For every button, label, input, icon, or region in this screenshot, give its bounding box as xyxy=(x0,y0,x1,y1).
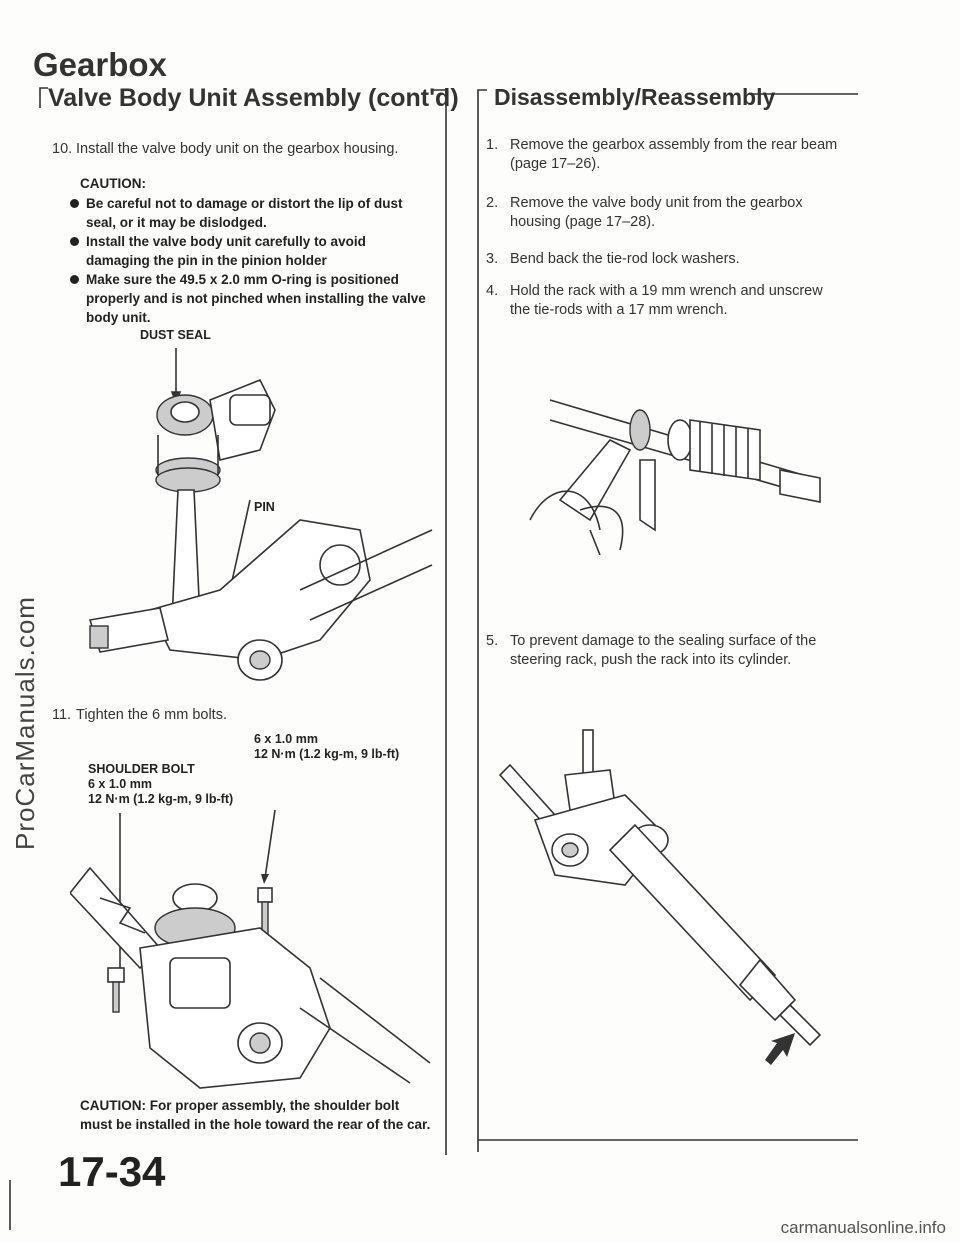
step-1: 1.Remove the gearbox assembly from the r… xyxy=(486,137,838,172)
step-10-number: 10. xyxy=(52,141,73,157)
caution-list: Be careful not to damage or distort the … xyxy=(70,194,430,327)
bolt-spec-right: 6 x 1.0 mm 12 N·m (1.2 kg-m, 9 lb-ft) xyxy=(254,732,400,761)
bolt-tightening-illustration xyxy=(70,809,431,1089)
gearbox-rack-illustration xyxy=(498,729,822,1065)
step-2: 2.Remove the valve body unit from the ge… xyxy=(486,195,803,230)
step-10: 10. Install the valve body unit on the g… xyxy=(52,140,432,159)
valve-body-illustration xyxy=(88,348,433,681)
bullet-icon xyxy=(70,199,79,208)
step-11-number: 11. xyxy=(52,707,72,723)
bullet-icon xyxy=(70,275,79,284)
step-4: 4.Hold the rack with a 19 mm wrench and … xyxy=(486,283,823,318)
bullet-icon xyxy=(70,237,79,246)
caution-label: CAUTION: xyxy=(80,176,146,191)
bottom-caution-text: For proper assembly, the shoulder bolt m… xyxy=(80,1098,431,1132)
caution-item: Make sure the 49.5 x 2.0 mm O-ring is po… xyxy=(70,270,430,327)
step-5: 5.To prevent damage to the sealing surfa… xyxy=(486,633,817,668)
bottom-caution-label: CAUTION: xyxy=(80,1098,146,1113)
label-pin: PIN xyxy=(254,500,275,514)
caution-item: Install the valve body unit carefully to… xyxy=(70,232,430,270)
tie-rod-wrench-illustration xyxy=(529,399,821,555)
caution-item: Be careful not to damage or distort the … xyxy=(70,194,430,232)
page-title: Gearbox xyxy=(33,46,167,83)
step-10-text: Install the valve body unit on the gearb… xyxy=(76,141,399,157)
footer-watermark: carmanualsonline.info xyxy=(780,1218,946,1237)
right-section-heading: Disassembly/Reassembly xyxy=(494,84,776,110)
step-11: 11. Tighten the 6 mm bolts. xyxy=(52,706,432,725)
bottom-caution: CAUTION: For proper assembly, the should… xyxy=(80,1096,432,1134)
page-number: 17-34 xyxy=(58,1148,166,1195)
label-dust-seal: DUST SEAL xyxy=(140,328,211,342)
step-3: 3.Bend back the tie-rod lock washers. xyxy=(486,251,740,267)
step-11-text: Tighten the 6 mm bolts. xyxy=(76,707,227,723)
left-section-heading: Valve Body Unit Assembly (cont'd) xyxy=(48,84,459,112)
bolt-spec-shoulder: SHOULDER BOLT 6 x 1.0 mm 12 N·m (1.2 kg-… xyxy=(88,762,234,806)
